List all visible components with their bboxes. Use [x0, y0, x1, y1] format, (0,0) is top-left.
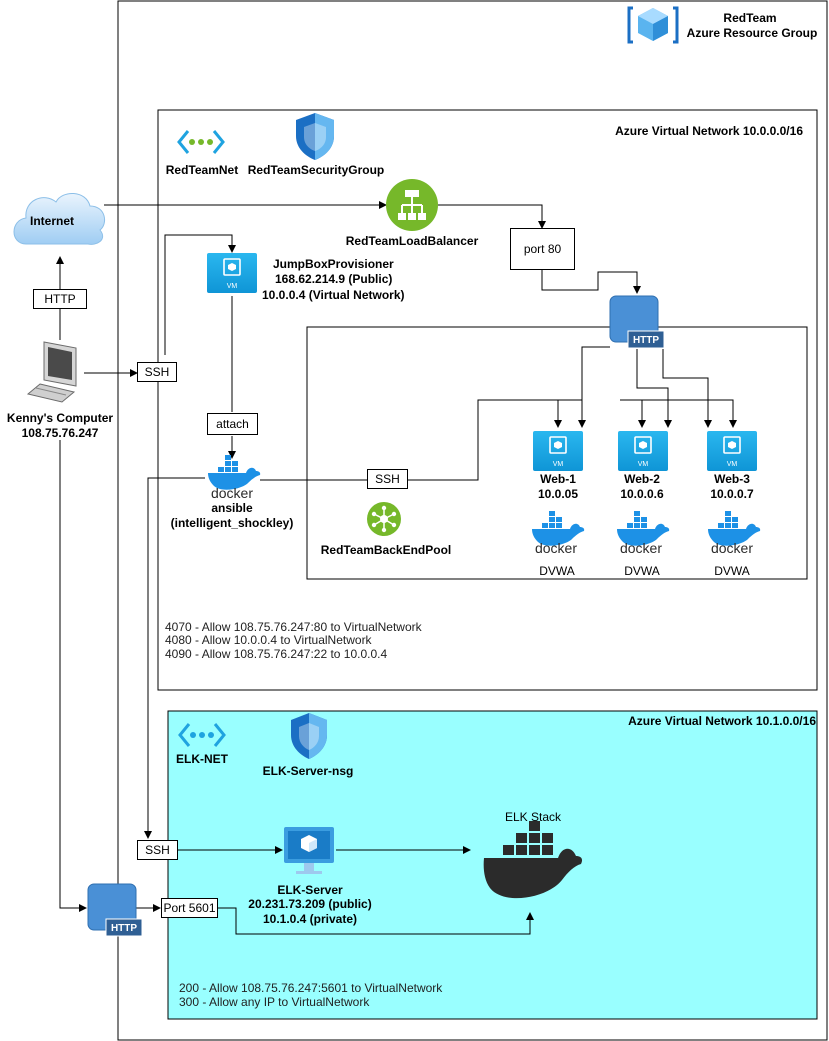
http-to-web1-line: [578, 346, 610, 428]
elk-server-private-ip: 10.1.0.4 (private): [262, 912, 358, 926]
web3-app: DVWA: [714, 564, 750, 578]
web2-vm-badge: VM: [637, 461, 649, 468]
web1-name: Web-1: [540, 472, 576, 486]
resource-group-frame: [117, 0, 828, 1041]
resource-group-subtitle: Azure Resource Group: [686, 26, 818, 40]
jumpbox-private-ip: 10.0.0.4 (Virtual Network): [262, 288, 405, 302]
ansible-name: ansible: [211, 501, 253, 515]
jumpbox-name: JumpBoxProvisioner: [273, 257, 394, 271]
vnet2-nsg-name: ELK-Server-nsg: [262, 764, 354, 778]
ssh-edge-label-mid: SSH: [367, 469, 408, 489]
elk-server-monitor-icon: [284, 827, 334, 874]
computer-name: Kenny's Computer: [6, 411, 114, 425]
backend-pool-label: RedTeamBackEndPool: [320, 543, 452, 557]
resource-group-title: RedTeam: [723, 11, 777, 25]
load-balancer-icon: [386, 179, 438, 231]
web2-app: DVWA: [624, 564, 660, 578]
internet-label: Internet: [29, 214, 75, 228]
elk-http-badge: HTTP: [110, 923, 138, 934]
ssh-to-web3-line: [642, 399, 737, 428]
elk-server-name: ELK-Server: [277, 883, 343, 897]
computer-to-http-line: [59, 440, 87, 912]
internet-cloud-icon: [13, 193, 106, 245]
vnet1-net-name: RedTeamNet: [165, 163, 239, 177]
lb-http-badge: HTTP: [632, 335, 660, 346]
nsg2-shield-icon: [291, 713, 327, 759]
ssh-to-web2-line: [620, 399, 646, 428]
lb-to-port80-line: [438, 204, 546, 229]
http-to-web2-line: [636, 349, 672, 428]
port80-to-http-line: [541, 270, 641, 294]
ansible-to-elk-ssh-line: [144, 477, 205, 839]
computer-icon: [26, 341, 77, 403]
web3-name: Web-3: [714, 472, 750, 486]
computer-ip: 108.75.76.247: [21, 426, 99, 440]
ssh-edge-label-elk: SSH: [137, 840, 178, 860]
port5601-to-stack-line: [218, 907, 534, 935]
resource-group-icon: [627, 6, 679, 44]
nsg1-shield-icon: [296, 113, 334, 160]
attach-edge-label: attach: [207, 413, 258, 435]
vnet1-rule-3: 4090 - Allow 108.75.76.247:22 to 10.0.0.…: [165, 647, 388, 661]
web1-vm-badge: VM: [552, 461, 564, 468]
elk-server-public-ip: 20.231.73.209 (public): [248, 897, 372, 911]
web2-name: Web-2: [624, 472, 660, 486]
vnet2-net-name: ELK-NET: [176, 752, 228, 766]
vnet2-rule-2: 300 - Allow any IP to VirtualNetwork: [179, 995, 370, 1009]
web1-docker-wordmark: docker: [534, 540, 578, 556]
vnet2-rule-1: 200 - Allow 108.75.76.247:5601 to Virtua…: [179, 981, 443, 995]
backend-pool-icon: [367, 502, 401, 536]
jumpbox-public-ip: 168.62.214.9 (Public): [275, 272, 393, 286]
vnet1-title: Azure Virtual Network 10.0.0.0/16: [615, 124, 803, 138]
elk-stack-docker-icon: [483, 821, 583, 899]
port5601-edge-label: Port 5601: [161, 898, 218, 918]
elk-stack-label: ELK Stack: [504, 810, 562, 824]
vnet1-rule-2: 4080 - Allow 10.0.0.4 to VirtualNetwork: [165, 633, 372, 647]
web2-ip: 10.0.0.6: [620, 487, 664, 501]
ansible-container: (intelligent_shockley): [170, 516, 294, 530]
ansible-docker-wordmark: docker: [210, 485, 254, 501]
port80-box: port 80: [510, 228, 575, 270]
vnet2-icon: [178, 723, 226, 747]
web3-vm-badge: VM: [726, 461, 738, 468]
load-balancer-label: RedTeamLoadBalancer: [345, 234, 479, 248]
http-edge-label: HTTP: [33, 289, 87, 309]
vnet1-rule-1: 4070 - Allow 108.75.76.247:80 to Virtual…: [165, 620, 422, 634]
ssh-to-jumpbox-line: [164, 234, 236, 355]
backend-pool-frame: [306, 326, 808, 580]
web1-ip: 10.0.05: [537, 487, 579, 501]
ssh-edge-label-top: SSH: [137, 362, 177, 382]
web3-ip: 10.0.0.7: [710, 487, 754, 501]
vnet1-frame: [157, 109, 818, 691]
web2-docker-wordmark: docker: [619, 540, 663, 556]
vnet1-nsg-name: RedTeamSecurityGroup: [247, 163, 385, 177]
web1-app: DVWA: [539, 564, 575, 578]
vnet2-title: Azure Virtual Network 10.1.0.0/16: [628, 714, 816, 728]
vnet1-icon: [177, 130, 225, 154]
web3-docker-wordmark: docker: [710, 540, 754, 556]
http-to-web3-line: [662, 349, 712, 428]
jumpbox-vm-badge: VM: [226, 283, 238, 290]
